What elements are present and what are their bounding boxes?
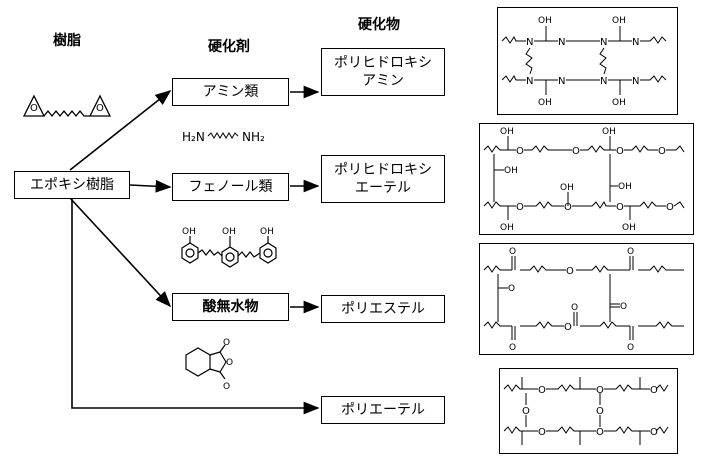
product-polyester-box: ポリエステル <box>321 295 445 323</box>
hardener-anhydride-box: 酸無水物 <box>172 293 289 321</box>
phenol-oh-2: OH <box>222 227 236 237</box>
amine-n-5: N <box>526 76 533 87</box>
ether-oh-6: OH <box>500 223 514 233</box>
polyether-o-3: O <box>650 385 658 396</box>
polyether-o-8: O <box>650 427 658 438</box>
resin-heading: 樹脂 <box>53 33 81 49</box>
cured-heading: 硬化物 <box>358 17 400 33</box>
amine-n-7: N <box>600 76 607 87</box>
ether-o-5: O <box>516 202 524 213</box>
ether-o-4: O <box>658 146 666 157</box>
diamine-structure-icon: H₂N NH₂ <box>182 130 265 144</box>
amine-n-3: N <box>600 37 607 48</box>
ester-o-8: O <box>509 343 516 353</box>
phenol-structure-icon: OH OH OH <box>181 227 277 268</box>
ether-oh-7: OH <box>622 223 636 233</box>
ester-o-9: O <box>627 343 634 353</box>
amine-n-1: N <box>526 37 533 48</box>
polyether-o-2: O <box>596 385 604 396</box>
epoxide-resin-icon: O O <box>22 94 112 118</box>
ester-o-6: O <box>564 322 572 333</box>
ether-oh-5: OH <box>618 182 632 192</box>
ester-o-7: O <box>571 303 578 313</box>
ether-oh-3: OH <box>504 166 518 176</box>
ester-o-3: O <box>627 247 634 257</box>
ether-o-8: O <box>666 202 674 213</box>
amine-right-label: NH₂ <box>242 130 265 144</box>
ester-o-2: O <box>509 247 516 257</box>
amine-n-6: N <box>558 76 565 87</box>
ester-o-5: O <box>620 302 627 312</box>
svg-text:O: O <box>30 103 38 114</box>
ester-o-4: O <box>508 284 515 294</box>
anhydride-o-top: O <box>223 338 230 348</box>
polyether-o-7: O <box>596 427 604 438</box>
phenol-oh-1: OH <box>182 227 196 237</box>
amine-n-8: N <box>632 76 639 87</box>
amine-oh-3: OH <box>538 98 552 108</box>
network-structure-amine: N N N N N N N N OH OH OH OH <box>497 7 678 115</box>
ether-oh-1: OH <box>500 127 514 137</box>
amine-oh-2: OH <box>612 16 626 26</box>
polyether-o-1: O <box>538 385 546 396</box>
phenol-oh-3: OH <box>260 227 274 237</box>
ether-o-2: O <box>572 146 580 157</box>
amine-n-4: N <box>632 37 639 48</box>
ether-o-7: O <box>616 202 624 213</box>
hardener-amines-box: アミン類 <box>172 78 289 106</box>
anhydride-o-ring: O <box>226 358 233 368</box>
epoxy-resin-box: エポキシ樹脂 <box>14 171 130 199</box>
amine-oh-4: OH <box>612 98 626 108</box>
polyether-o-5: O <box>596 406 604 417</box>
product-polyhydroxy-amine-box: ポリヒドロキシ アミン <box>321 48 445 96</box>
svg-text:O: O <box>96 103 104 114</box>
hardener-heading: 硬化剤 <box>208 39 250 55</box>
product-polyether-box: ポリエーテル <box>321 396 445 424</box>
polyether-o-4: O <box>522 406 530 417</box>
ether-o-3: O <box>616 146 624 157</box>
network-structure-polyester: O O O O O O O O O <box>479 243 694 355</box>
network-structure-hydroxy-ether: O O O O O O O O OH OH OH OH OH OH OH <box>479 123 694 235</box>
anhydride-structure-icon: O O O <box>185 338 233 392</box>
product-polyhydroxy-ether-box: ポリヒドロキシ エーテル <box>321 155 445 203</box>
hardener-phenols-box: フェノール類 <box>172 173 289 201</box>
amine-oh-1: OH <box>538 16 552 26</box>
ether-o-6: O <box>564 202 572 213</box>
ether-oh-2: OH <box>602 127 616 137</box>
polyether-o-6: O <box>538 427 546 438</box>
anhydride-o-bottom: O <box>223 382 230 392</box>
network-structure-polyether: O O O O O O O O <box>499 368 678 454</box>
ether-o-1: O <box>516 146 524 157</box>
amine-n-2: N <box>558 37 565 48</box>
ester-o-1: O <box>566 266 574 277</box>
ether-oh-4: OH <box>560 183 574 193</box>
amine-left-label: H₂N <box>182 130 205 144</box>
